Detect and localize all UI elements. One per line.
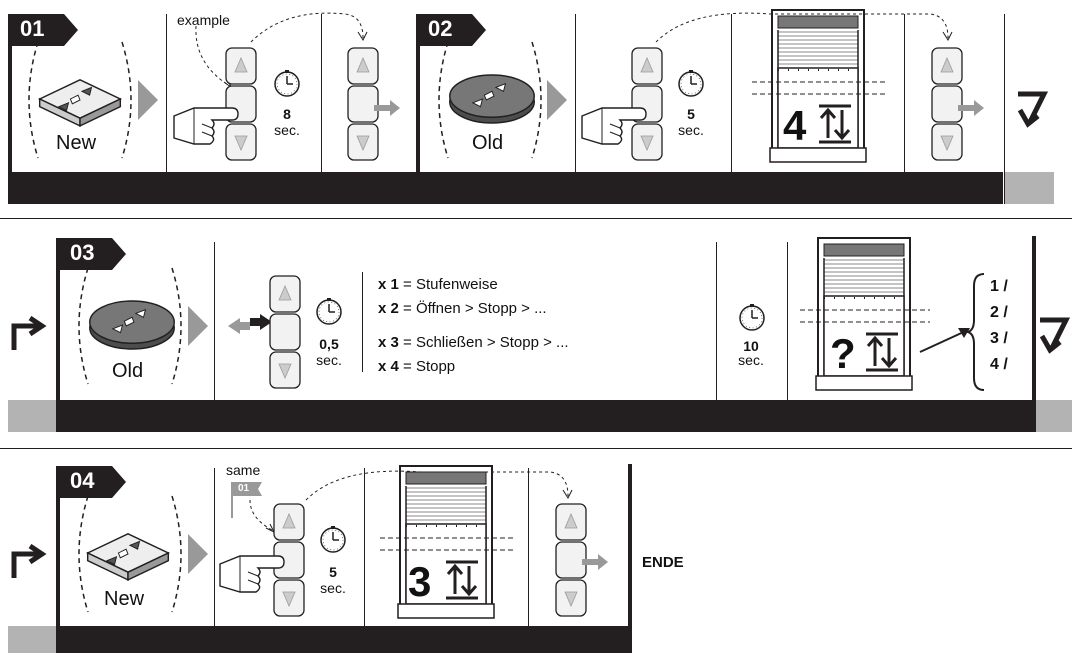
remote-label: Old [472,132,503,155]
instruction-line: x 4 = Stopp [378,358,455,375]
same-ref: 01 [238,483,249,494]
option-item: 1 / [990,278,1008,296]
timer-value: 0,5 [309,336,349,352]
row3-gray-head [8,626,56,653]
dashed-arrow [650,8,970,48]
timer-value: 5 [671,106,711,122]
option-item: 4 / [990,356,1008,374]
arrow-right-icon [582,552,612,572]
row2-divider [214,242,215,432]
return-arrow-icon [8,544,48,584]
row2-gray-tail [1036,400,1072,432]
row-separator [0,218,1072,219]
instruction-line: x 1 = Stufenweise [378,276,498,293]
hand-press-icon [172,98,252,148]
step-number: 01 [20,16,44,42]
arrow-right-icon [374,98,404,118]
options-brace [966,272,986,392]
step-number: 02 [428,16,452,42]
limit-lines [800,306,930,326]
clock-icon [737,302,767,332]
up-down-icon [442,560,482,600]
chevron-right-icon [138,80,158,120]
row3-divider [214,468,215,653]
row3-bar [56,626,632,653]
step-number: 03 [70,240,94,266]
dashed-arrow [245,8,375,48]
limit-lines [752,78,886,98]
instruction-line: x 2 = Öffnen > Stopp > ... [378,300,547,317]
hand-press-icon [580,98,660,148]
timer-value: 5 [313,564,353,580]
window-count: 3 [408,558,431,606]
clock-icon [272,68,302,98]
timer-unit: sec. [267,122,307,138]
up-down-icon [862,332,902,372]
instruction-line: x 3 = Schließen > Stopp > ... [378,334,569,351]
end-label: ENDE [642,554,684,571]
hand-press-icon [218,546,298,596]
timer-unit: sec. [313,580,353,596]
row1-divider [1004,14,1005,204]
old-remote-icon [444,70,540,128]
remote-label: New [104,588,144,611]
window-count: 4 [783,102,806,150]
up-down-icon [815,104,855,144]
clock-icon [314,296,344,326]
row1-gray-tail [1004,172,1054,204]
row2-bar [56,400,1036,432]
option-item: 2 / [990,304,1008,322]
old-remote-icon [84,296,180,354]
new-remote-icon [32,70,128,128]
timer-unit: sec. [309,352,349,368]
return-arrow-icon [8,316,48,356]
new-remote-icon [80,524,176,582]
continue-arrow-icon [1014,88,1050,128]
option-item: 3 / [990,330,1008,348]
timer-value: 8 [267,106,307,122]
chevron-right-icon [188,534,208,574]
dashed-arrow [300,466,580,506]
row1-divider [166,14,167,204]
remote-label: New [56,132,96,155]
row1-divider [575,14,576,204]
row-separator [0,448,1072,449]
step-number: 04 [70,468,94,494]
remote-keys-icon [266,272,306,392]
chevron-right-icon [547,80,567,120]
clock-icon [318,524,348,554]
remote-label: Old [112,360,143,383]
timer-unit: sec. [671,122,711,138]
window-symbol: ? [830,330,856,378]
row2-divider [716,242,717,432]
clock-icon [676,68,706,98]
continue-arrow-icon [1036,314,1072,354]
row1-bar [8,172,1003,204]
row3-right-border [628,464,632,626]
wait-timer-unit: sec. [731,352,771,368]
same-label: same [226,462,260,478]
chevron-right-icon [188,306,208,346]
row2-divider [787,242,788,432]
arrow-right-icon [958,98,988,118]
row2-gray-head [8,400,56,432]
limit-lines [380,534,514,554]
instruction-divider [362,272,363,372]
